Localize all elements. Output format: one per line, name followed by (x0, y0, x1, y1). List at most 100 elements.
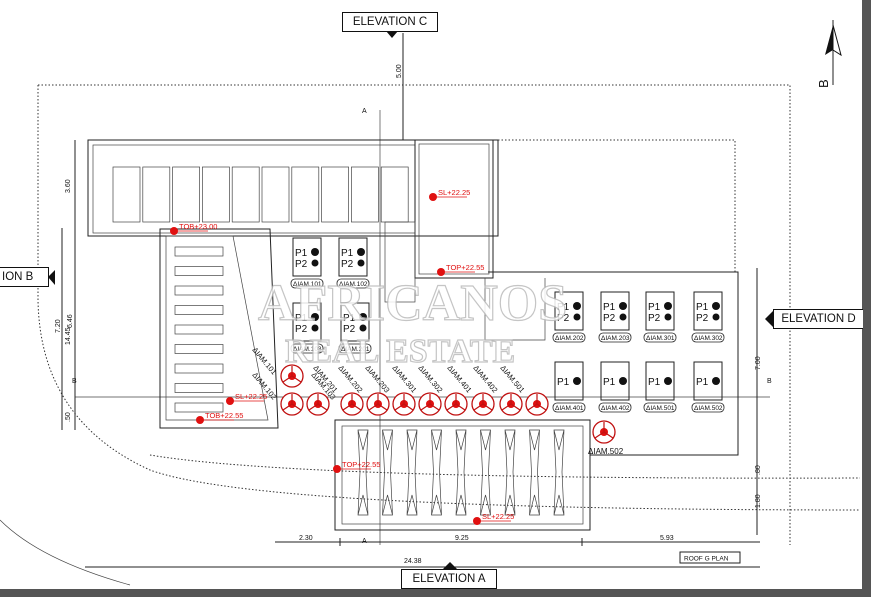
unit-box (554, 291, 584, 331)
unit-tag (691, 332, 725, 343)
level-label: SL+22.25 (438, 188, 470, 197)
elevation-b-label[interactable]: ION B (0, 267, 49, 287)
section-marker-a-top: A (362, 108, 367, 115)
pump-p1-label: P1 (603, 377, 616, 388)
parking-bay (202, 166, 230, 223)
solar-panel (357, 429, 369, 516)
solar-panel (480, 429, 491, 516)
pump-icon (359, 324, 367, 332)
dim-right-2: .80 (755, 465, 762, 475)
solar-panels (357, 429, 565, 516)
dim-left-top: 3.60 (65, 179, 72, 193)
watermark-line2: REAL ESTATE (285, 333, 515, 370)
ramp-stripes (174, 246, 224, 413)
unit-label: ΔIAM.101 (293, 281, 322, 288)
unit-box (292, 302, 322, 342)
unit-box (554, 361, 584, 401)
level-label: TOB+22.55 (205, 411, 243, 420)
unit-box (338, 237, 368, 277)
elevation-c-arrow (386, 31, 398, 38)
exhaust-fan-icon (340, 392, 364, 416)
elevation-d-label[interactable]: ELEVATION D (773, 309, 863, 329)
unit-label: ΔIAM.103 (293, 346, 322, 353)
unit-box (645, 291, 675, 331)
dim-left-total: 14.45 (65, 327, 72, 345)
elevation-c-label[interactable]: ELEVATION C (342, 12, 438, 32)
unit-tag (290, 278, 324, 289)
pump-icon (619, 377, 627, 385)
exhaust-fan-icon (418, 392, 442, 416)
dim-bottom-2: 9.25 (455, 535, 469, 542)
level-marker: SL+22.25 (226, 392, 267, 405)
solar-panel (553, 429, 565, 516)
dim-right-3: 1.80 (755, 494, 762, 508)
dim-bottom-3: 5.93 (660, 535, 674, 542)
pump-p1-label: P1 (341, 248, 354, 259)
pump-p2-label: P2 (648, 313, 661, 324)
dim-left-mid1: 7.20 (55, 319, 62, 333)
level-label: SL+22.25 (235, 392, 267, 401)
top-block-inner (92, 144, 416, 234)
unit-box (600, 291, 630, 331)
pump-p1-label: P1 (603, 302, 616, 313)
level-label: TOB+23.00 (179, 222, 217, 231)
solar-panel (382, 429, 393, 516)
fan-label: ΔIAM.502 (588, 447, 624, 456)
column-block (384, 221, 416, 303)
exhaust-fan-icon (471, 392, 495, 416)
dim-bottom-1: 2.30 (299, 535, 313, 542)
bottom-block-inner (341, 425, 584, 525)
north-label: B (816, 79, 831, 88)
unit-label: ΔIAM.502 (694, 405, 723, 412)
plan-title-box (679, 551, 741, 564)
parking-bay (291, 166, 320, 223)
solar-panel (431, 429, 442, 516)
level-marker: TOB+22.55 (196, 411, 243, 424)
unit-label: ΔIAM.102 (339, 281, 368, 288)
elevation-d-arrow (765, 311, 773, 327)
north-arrow-icon: B (816, 20, 842, 88)
pump-icon (712, 377, 720, 385)
dim-left-mid2: 6.46 (67, 314, 74, 328)
pump-icon (357, 259, 365, 267)
pump-p2-label: P2 (557, 313, 570, 324)
ramp-stripe (174, 383, 224, 393)
pump-p2-label: P2 (343, 324, 356, 335)
exhaust-fan-icon (499, 392, 523, 416)
right-block-outline (488, 271, 739, 456)
ramp-outline (159, 228, 279, 429)
pump-icon (573, 377, 581, 385)
ramp-stripe (174, 402, 224, 413)
elevation-a-label[interactable]: ELEVATION A (401, 569, 497, 589)
dim-overall: 24.38 (404, 558, 422, 565)
level-label: TOP+22.55 (446, 263, 484, 272)
pump-p2-label: P2 (295, 324, 308, 335)
pump-icon (664, 313, 672, 321)
pump-p2-label: P2 (603, 313, 616, 324)
pump-p1-label: P1 (343, 313, 356, 324)
solar-panel (455, 429, 467, 516)
right-block-notch (484, 278, 546, 341)
unit-tag (598, 332, 632, 343)
parking-bay (261, 166, 290, 223)
pump-icon (664, 302, 672, 310)
level-label: TOP+22.55 (342, 460, 380, 469)
level-marker: SL+22.25 (429, 188, 470, 201)
exhaust-fan-icon (392, 392, 416, 416)
site-boundary-inner (149, 454, 861, 479)
solar-panel (406, 429, 418, 516)
site-boundary (37, 84, 861, 545)
dim-top: 5.00 (396, 64, 403, 78)
